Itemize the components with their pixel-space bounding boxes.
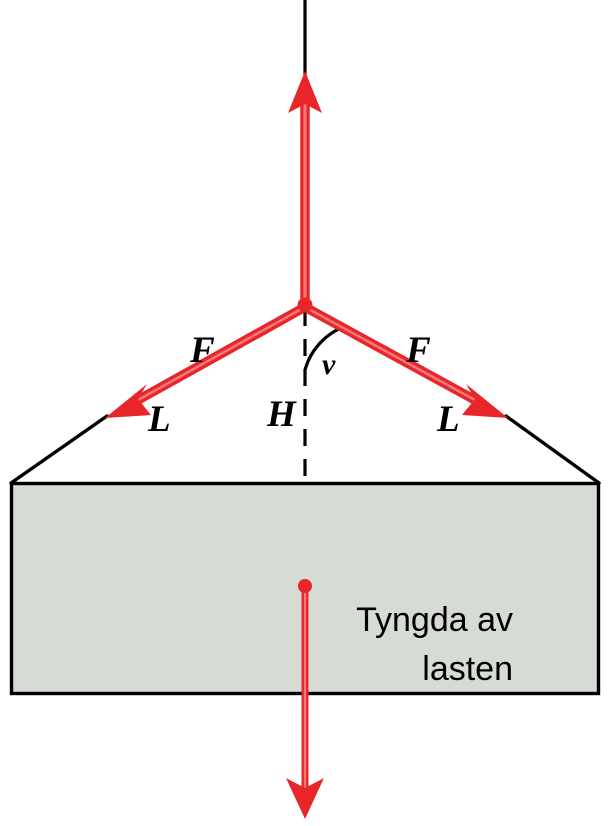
weight-arrow	[286, 579, 324, 819]
left-force-arrow	[105, 302, 308, 418]
load-weight-label-line2: lasten	[422, 650, 513, 688]
label-height: H	[266, 394, 297, 435]
left-sling-line	[9, 414, 109, 485]
center-of-gravity-dot	[298, 579, 312, 593]
label-angle: v	[322, 348, 336, 381]
label-force-right: F	[405, 330, 431, 371]
left-force-arrowhead	[105, 384, 151, 418]
label-sling-left: L	[147, 399, 171, 440]
right-sling-line	[504, 414, 601, 485]
resultant-up-arrowhead	[288, 71, 322, 113]
label-sling-right: L	[436, 399, 460, 440]
right-force-arrowhead	[462, 384, 508, 418]
load-weight-label-line1: Tyngda av	[356, 601, 513, 639]
right-force-arrow	[302, 302, 508, 418]
label-force-left: F	[189, 330, 215, 371]
resultant-up-arrow	[288, 71, 322, 306]
weight-arrowhead	[286, 778, 324, 819]
junction-point-dot	[297, 297, 313, 313]
